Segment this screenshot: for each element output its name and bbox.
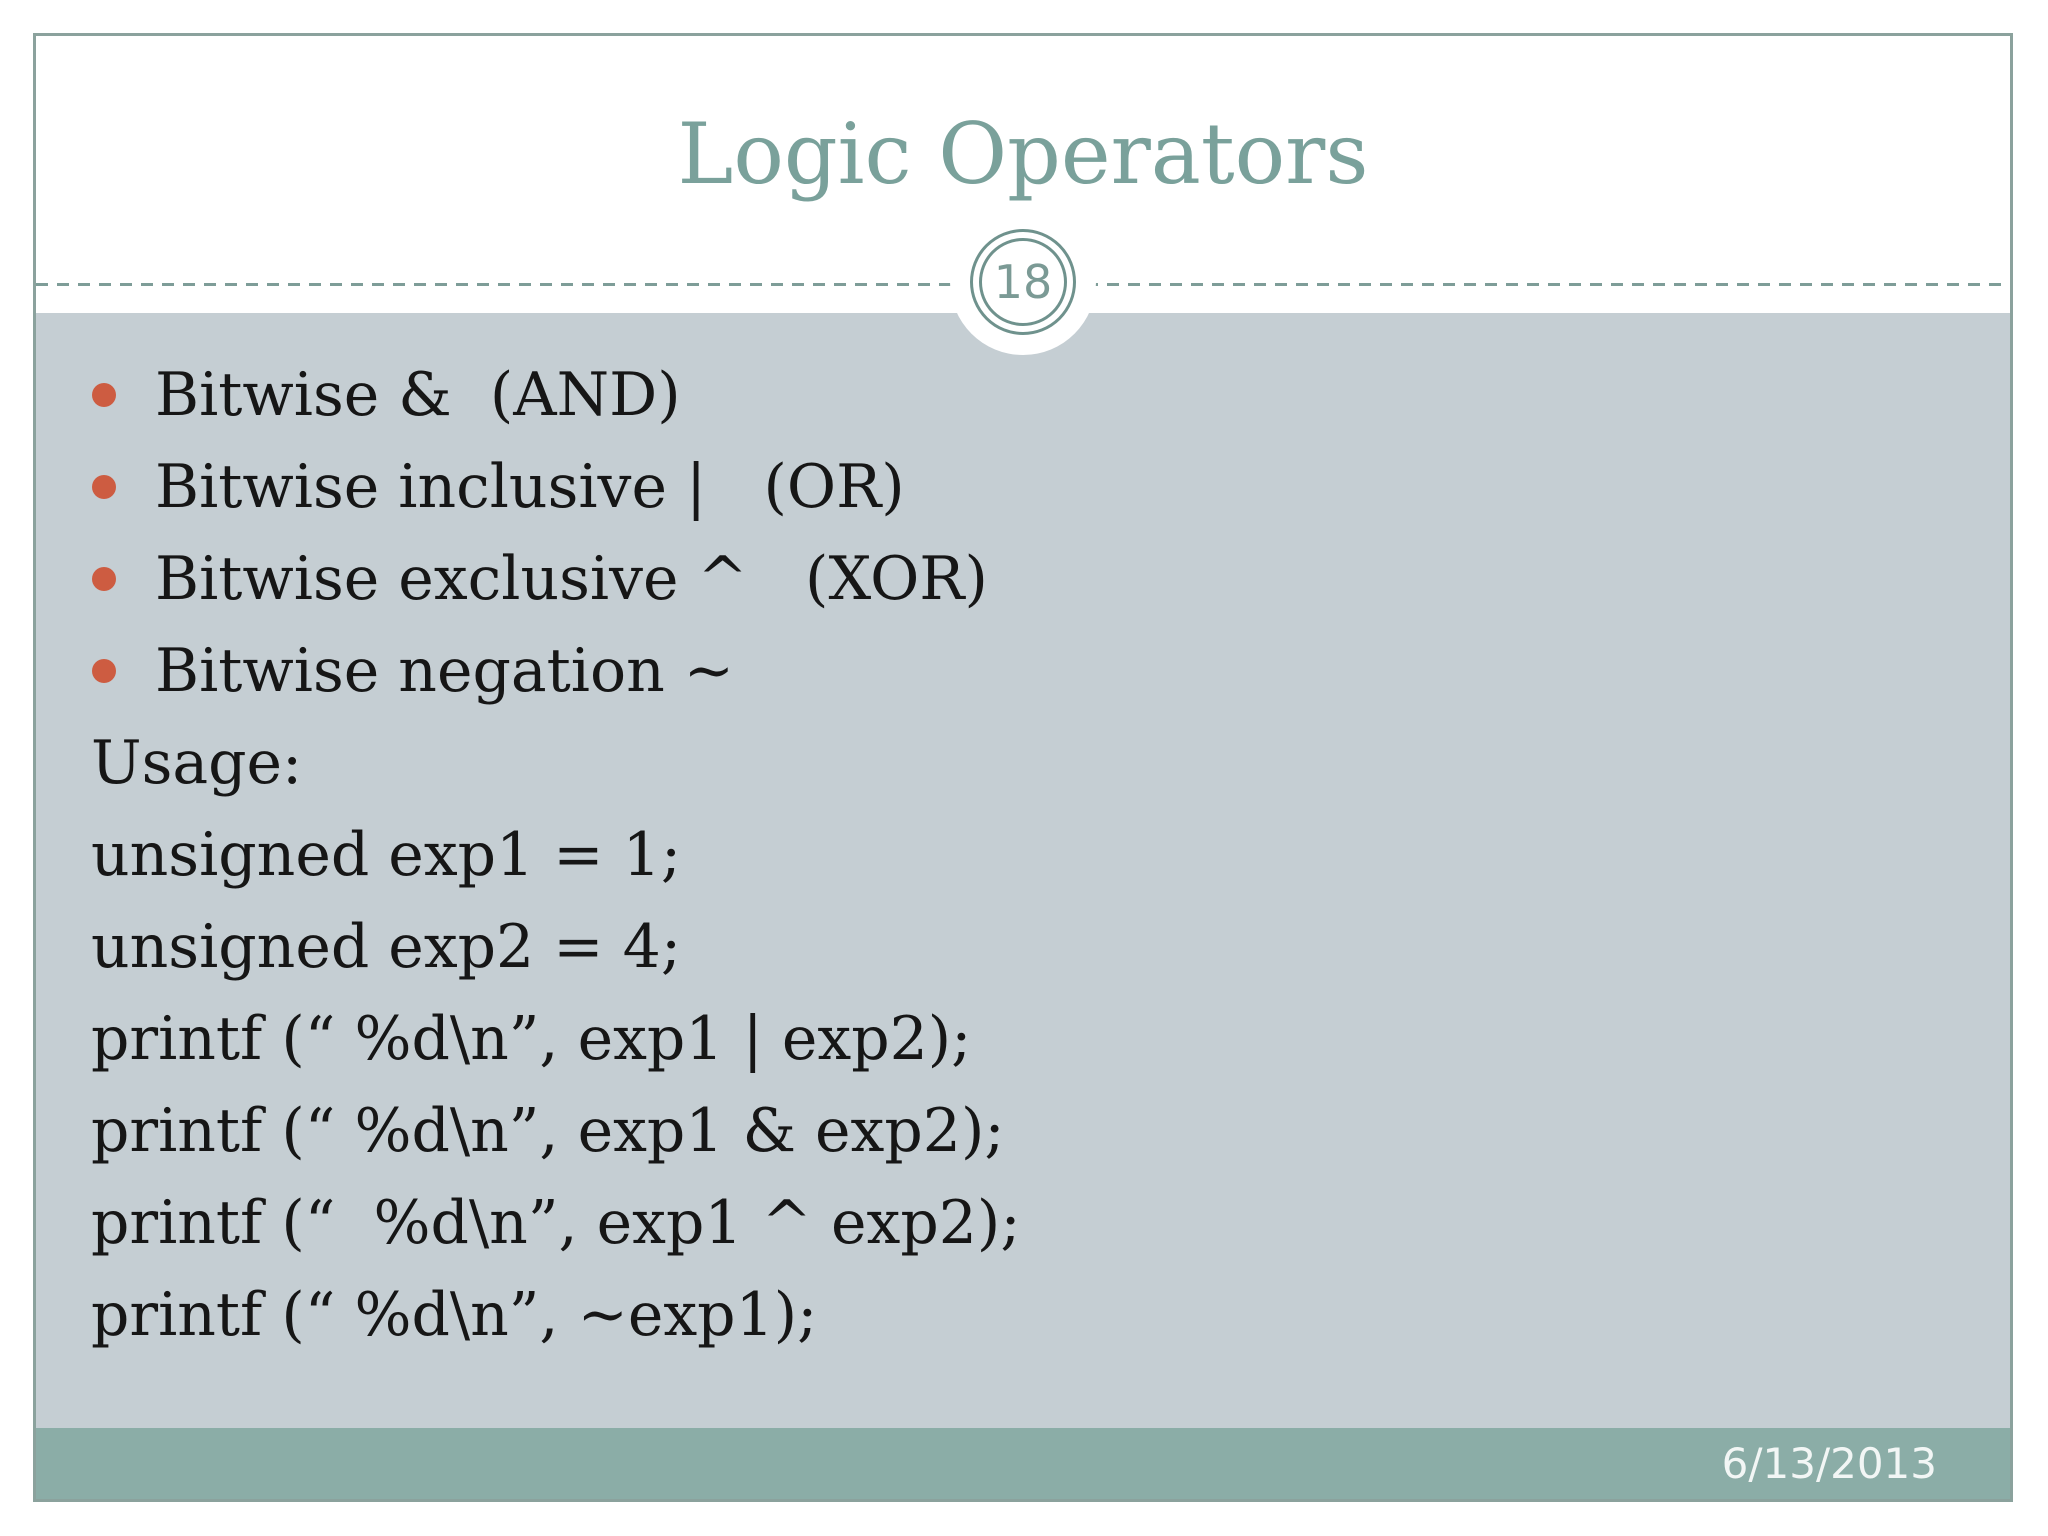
- line-text: Bitwise exclusive ^ (XOR): [155, 544, 988, 614]
- text-line: printf (“ %d\n”, exp1 | exp2);: [36, 993, 2010, 1085]
- footer-bar: 6/13/2013: [36, 1428, 2010, 1499]
- slide-title: Logic Operators: [677, 105, 1369, 203]
- content-lines: Bitwise & (AND) Bitwise inclusive | (OR)…: [36, 349, 2010, 1361]
- text-line: printf (“ %d\n”, exp1 & exp2);: [36, 1085, 2010, 1177]
- bullet-icon: [92, 475, 116, 499]
- text-line: printf (“ %d\n”, ~exp1);: [36, 1269, 2010, 1361]
- line-text: Bitwise inclusive | (OR): [155, 452, 905, 522]
- text-line: unsigned exp2 = 4;: [36, 901, 2010, 993]
- line-text: printf (“ %d\n”, exp1 & exp2);: [91, 1096, 1005, 1166]
- line-text: Bitwise & (AND): [155, 360, 681, 430]
- text-line: printf (“ %d\n”, exp1 ^ exp2);: [36, 1177, 2010, 1269]
- bullet-line: Bitwise inclusive | (OR): [36, 441, 2010, 533]
- bullet-line: Bitwise exclusive ^ (XOR): [36, 533, 2010, 625]
- bullet-icon: [92, 659, 116, 683]
- bullet-icon: [92, 567, 116, 591]
- bullet-line: Bitwise negation ~: [36, 625, 2010, 717]
- line-text: printf (“ %d\n”, ~exp1);: [91, 1280, 818, 1350]
- page-number: 18: [993, 255, 1053, 309]
- line-text: Usage:: [91, 728, 303, 798]
- slide-frame: Logic Operators Bitwise & (AND) Bitwise …: [33, 33, 2013, 1502]
- page-number-inner-ring: 18: [979, 238, 1067, 326]
- line-text: printf (“ %d\n”, exp1 ^ exp2);: [91, 1188, 1021, 1258]
- line-text: unsigned exp1 = 1;: [91, 820, 682, 890]
- line-text: Bitwise negation ~: [155, 636, 735, 706]
- bullet-icon: [92, 383, 116, 407]
- content-area: Bitwise & (AND) Bitwise inclusive | (OR)…: [36, 313, 2010, 1428]
- text-line: unsigned exp1 = 1;: [36, 809, 2010, 901]
- slide-date: 6/13/2013: [1721, 1439, 1937, 1488]
- line-text: printf (“ %d\n”, exp1 | exp2);: [91, 1004, 972, 1074]
- page-number-badge: 18: [970, 229, 1076, 335]
- bullet-line: Bitwise & (AND): [36, 349, 2010, 441]
- text-line: Usage:: [36, 717, 2010, 809]
- line-text: unsigned exp2 = 4;: [91, 912, 682, 982]
